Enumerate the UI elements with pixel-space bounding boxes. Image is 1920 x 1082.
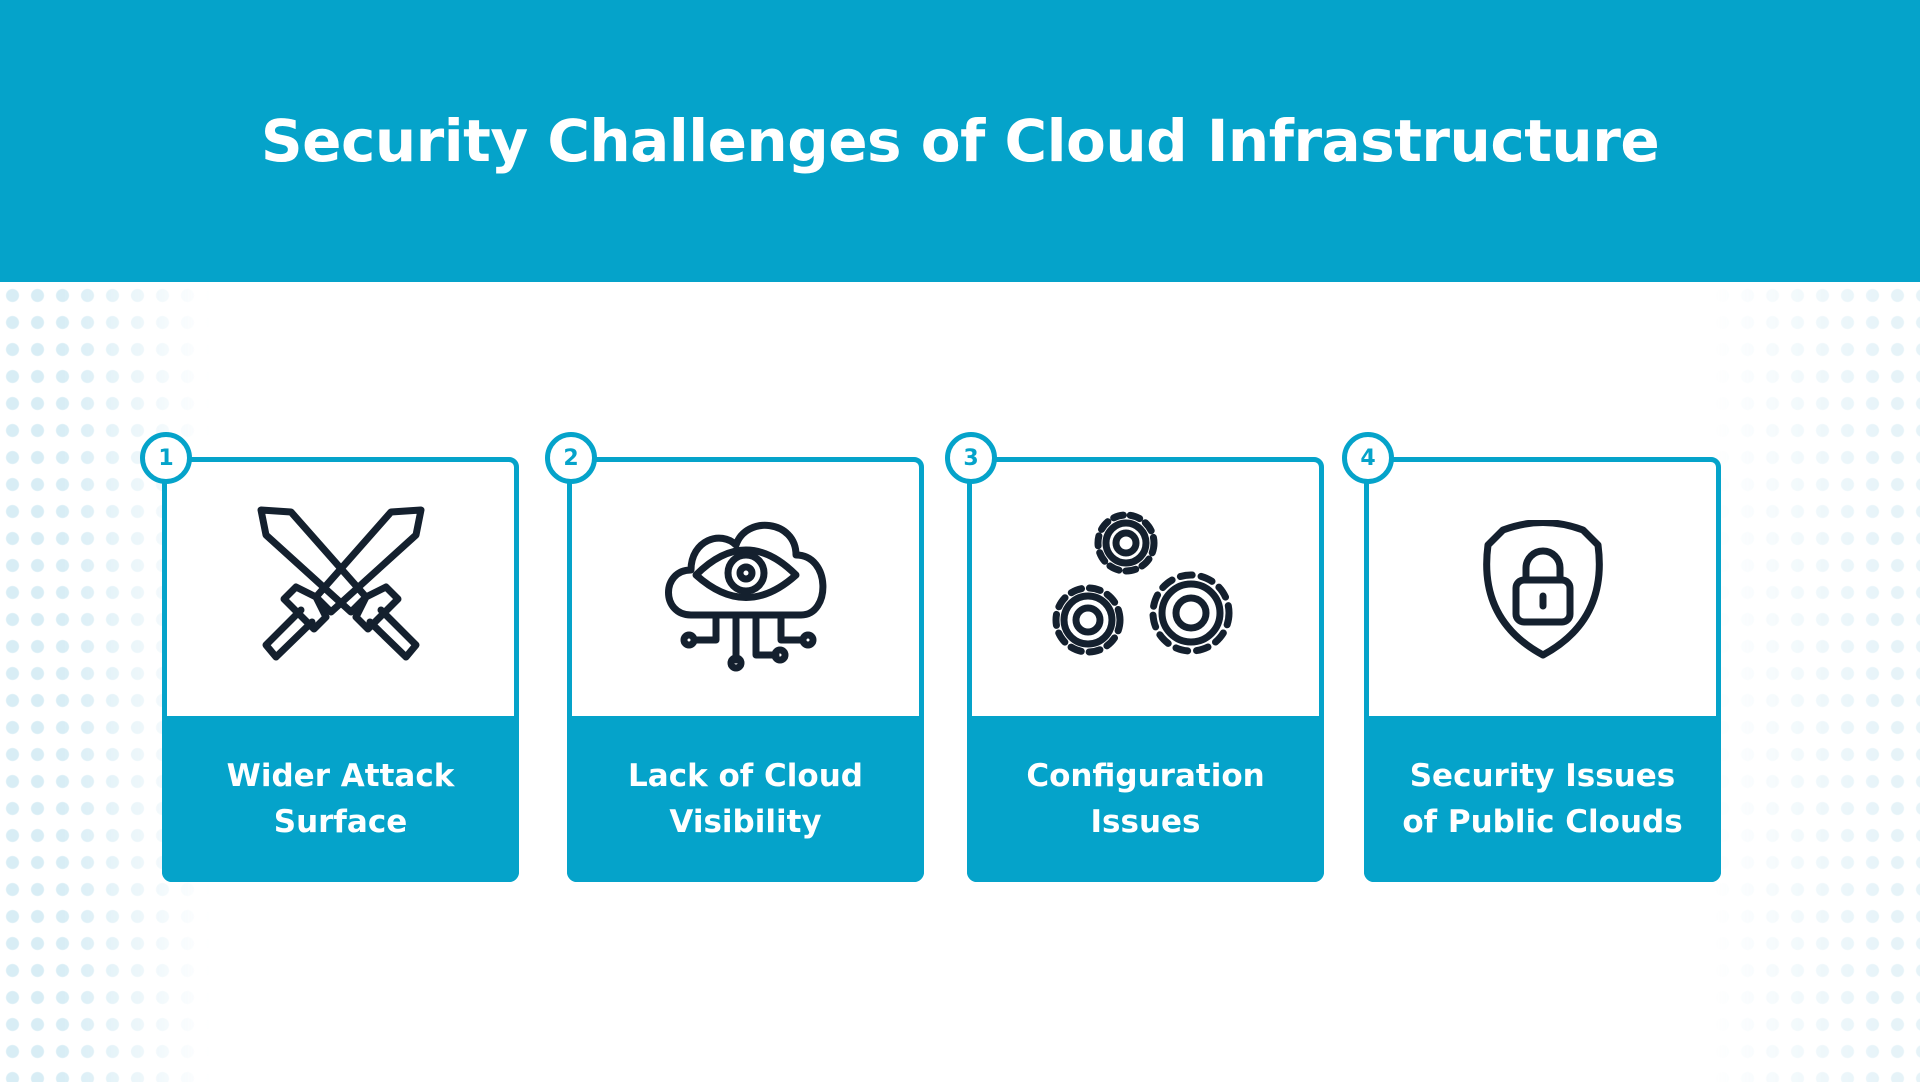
card-security-issues-public-clouds: 4 Security Issues of Public Clouds <box>1342 432 1721 882</box>
gears-icon <box>972 462 1319 718</box>
step-badge: 2 <box>545 432 597 484</box>
card-label: Security Issues of Public Clouds <box>1364 716 1721 882</box>
dot-pattern-right <box>1710 282 1920 1082</box>
card-label: Configuration Issues <box>967 716 1324 882</box>
card-label: Wider Attack Surface <box>162 716 519 882</box>
card-wider-attack-surface: 1 Wider Attack Surface <box>140 432 519 882</box>
cloud-eye-icon <box>572 462 919 718</box>
page-title: Security Challenges of Cloud Infrastruct… <box>260 107 1660 175</box>
shield-lock-icon <box>1369 462 1716 718</box>
step-badge: 1 <box>140 432 192 484</box>
header-banner: Security Challenges of Cloud Infrastruct… <box>0 0 1920 282</box>
card-lack-of-cloud-visibility: 2 Lack of Cloud Visibility <box>545 432 924 882</box>
step-badge: 3 <box>945 432 997 484</box>
card-configuration-issues: 3 Configuration Issues <box>945 432 1324 882</box>
step-badge: 4 <box>1342 432 1394 484</box>
crossed-swords-icon <box>167 462 514 718</box>
card-label: Lack of Cloud Visibility <box>567 716 924 882</box>
